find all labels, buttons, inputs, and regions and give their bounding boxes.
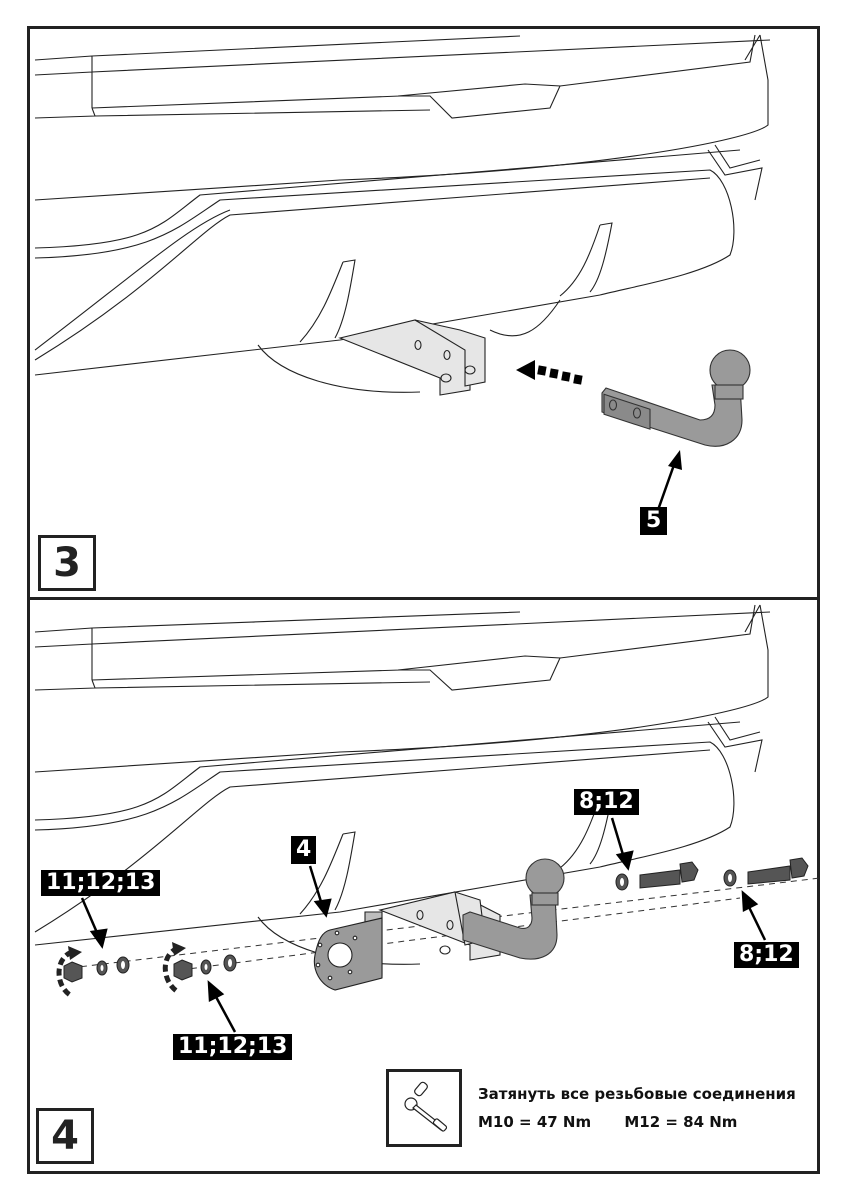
- callout-label-8-12-right: 8;12: [734, 942, 799, 968]
- bumper-corner: [707, 144, 763, 201]
- page-frame: [27, 26, 820, 1174]
- torque-wrench-icon-box: [386, 1069, 462, 1147]
- torque-wrench-icon: [404, 1081, 448, 1132]
- arrow-head: [89, 928, 108, 949]
- nut-washers-center: [162, 942, 237, 995]
- torque-value-m10: M10 = 47 Nm: [478, 1113, 592, 1131]
- mounting-bracket: [338, 319, 486, 396]
- bumper-ridge-1: [34, 149, 741, 249]
- callout-label-part-4: 4: [291, 836, 317, 864]
- callout-arrows: [80, 817, 767, 1033]
- diffuser-lower: [34, 294, 601, 376]
- trunk-edge: [34, 34, 761, 119]
- tow-ball-neck: [462, 858, 565, 960]
- washer-bolt-right: [723, 857, 809, 887]
- nut-washers-left: [56, 946, 130, 998]
- callout-label-11-12-13-left: 11;12;13: [41, 870, 161, 896]
- tow-ball-neck: [601, 349, 751, 447]
- spare-wheel-arc: [257, 299, 561, 393]
- diffuser-fin-left: [299, 259, 356, 343]
- torque-values: M10 = 47 Nm M12 = 84 Nm: [478, 1113, 796, 1131]
- step-3-illustration: [34, 34, 771, 511]
- diffuser-edge: [34, 177, 711, 361]
- torque-note-title: Затянуть все резьбовые соединения: [478, 1085, 796, 1103]
- washer-bolt-upper: [615, 861, 699, 891]
- callout-label-11-12-13-center: 11;12;13: [173, 1034, 293, 1060]
- left-dashed-arrow: [516, 360, 583, 385]
- step-divider: [27, 597, 820, 600]
- bumper-top-line: [34, 35, 771, 108]
- socket-plate: [313, 911, 383, 991]
- bumper-ridge-2: [34, 169, 735, 296]
- callout-5-arrow: [656, 450, 682, 511]
- torque-note: Затянуть все резьбовые соединения M10 = …: [478, 1085, 796, 1141]
- callout-label-8-12-upper: 8;12: [574, 789, 639, 815]
- diffuser-fin-right: [559, 222, 613, 297]
- step-number-3: 3: [38, 535, 96, 591]
- step-number-4: 4: [36, 1108, 94, 1164]
- torque-value-m12: M12 = 84 Nm: [624, 1113, 738, 1131]
- callout-label-part-5: 5: [640, 507, 668, 535]
